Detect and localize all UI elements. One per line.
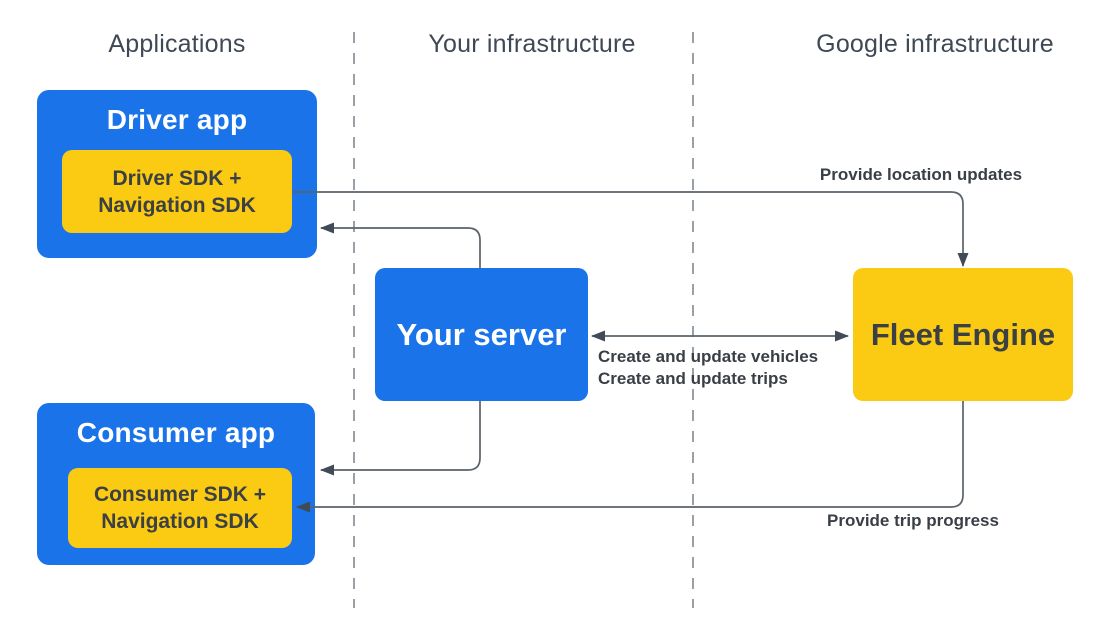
driver-sdk-label-line1: Driver SDK +	[112, 166, 242, 190]
driver-app-title: Driver app	[106, 104, 248, 135]
driver-app-node: Driver app Driver SDK + Navigation SDK	[37, 90, 317, 258]
column-header-google-infrastructure: Google infrastructure	[816, 30, 1054, 58]
consumer-sdk-node: Consumer SDK + Navigation SDK	[68, 468, 292, 548]
edge-your-server-to-driver-app	[320, 222, 481, 268]
edge-label-provide-trip-progress: Provide trip progress	[827, 511, 999, 530]
driver-sdk-node: Driver SDK + Navigation SDK	[62, 150, 292, 233]
consumer-app-title: Consumer app	[76, 417, 276, 448]
fleet-engine-title: Fleet Engine	[870, 316, 1056, 352]
consumer-app-node: Consumer app Consumer SDK + Navigation S…	[37, 403, 315, 565]
edge-label-create-vehicles: Create and update vehicles	[598, 347, 819, 366]
consumer-sdk-label-line2: Navigation SDK	[101, 510, 259, 533]
edge-label-create-and-update: Create and update vehicles Create and up…	[598, 346, 818, 390]
edge-your-server-to-consumer-app	[320, 401, 481, 476]
edge-fleet-engine-to-consumer-sdk	[296, 401, 964, 513]
consumer-sdk-label-line1: Consumer SDK +	[93, 483, 267, 506]
column-header-applications: Applications	[108, 30, 246, 58]
your-server-title: Your server	[396, 316, 567, 352]
your-server-node: Your server	[375, 268, 588, 401]
driver-sdk-label-line2: Navigation SDK	[98, 193, 256, 217]
edge-driver-sdk-to-fleet-engine	[293, 191, 969, 267]
column-header-your-infrastructure: Your infrastructure	[428, 30, 636, 58]
edge-label-provide-location-updates: Provide location updates	[819, 165, 1023, 184]
edge-label-create-trips: Create and update trips	[598, 369, 788, 388]
fleet-engine-node: Fleet Engine	[853, 268, 1073, 401]
